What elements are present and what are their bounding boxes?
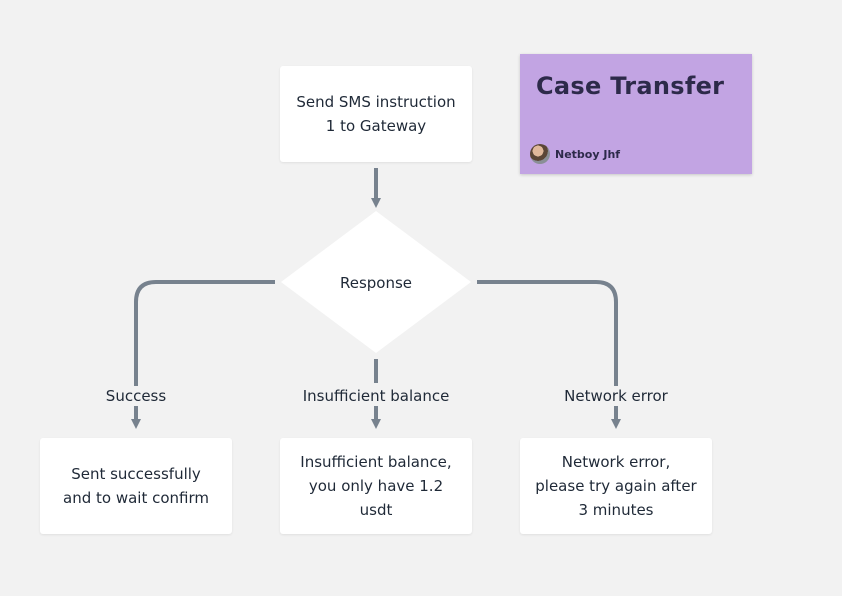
connector-network xyxy=(477,280,618,386)
sticky-note[interactable]: Case Transfer Netboy Jhf xyxy=(520,54,752,174)
edge-label-success: Success xyxy=(101,386,171,406)
sticky-title: Case Transfer xyxy=(536,72,725,100)
network-node[interactable]: Network error, please try again after 3 … xyxy=(520,438,712,534)
sticky-author: Netboy Jhf xyxy=(530,144,620,164)
decision-diamond[interactable] xyxy=(281,211,471,353)
insufficient-node-label: Insufficient balance, you only have 1.2 … xyxy=(300,453,452,519)
network-node-label: Network error, please try again after 3 … xyxy=(535,453,697,519)
success-node-label: Sent successfully and to wait confirm xyxy=(63,465,209,507)
success-node[interactable]: Sent successfully and to wait confirm xyxy=(40,438,232,534)
insufficient-node[interactable]: Insufficient balance, you only have 1.2 … xyxy=(280,438,472,534)
start-node[interactable]: Send SMS instruction 1 to Gateway xyxy=(280,66,472,162)
decision-label: Response xyxy=(339,274,413,292)
edge-label-network: Network error xyxy=(560,386,672,406)
start-node-label: Send SMS instruction 1 to Gateway xyxy=(296,93,456,135)
edge-label-insufficient: Insufficient balance xyxy=(298,386,454,406)
avatar xyxy=(530,144,550,164)
author-name: Netboy Jhf xyxy=(555,147,621,161)
connector-success xyxy=(134,280,275,386)
